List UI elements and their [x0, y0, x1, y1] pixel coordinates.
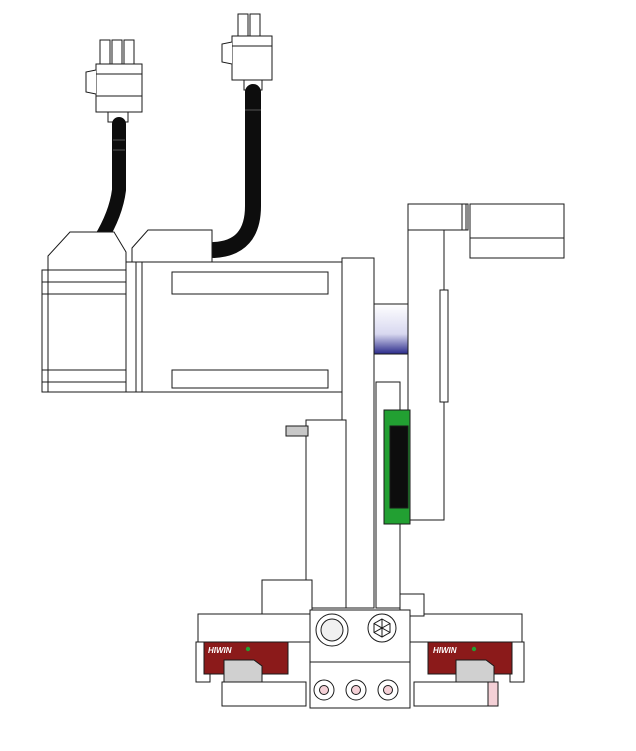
knurled-knob — [315, 613, 349, 647]
linear-guide — [375, 381, 411, 609]
right-motor-connector — [221, 13, 273, 91]
right-rail-block-brand: HIWIN — [433, 646, 457, 655]
bolt-holes — [313, 679, 399, 701]
left-motor-connector — [85, 39, 143, 123]
motor-end-cap — [41, 231, 129, 393]
shaded-bearing — [373, 303, 409, 355]
rotary-plate — [407, 203, 469, 521]
left-rail-block-brand: HIWIN — [208, 646, 232, 655]
hex-screw — [367, 613, 397, 643]
right-rail-block: HIWIN — [427, 641, 513, 683]
vertical-column — [261, 257, 375, 617]
motor-body — [125, 229, 345, 393]
left-cable — [93, 117, 126, 247]
left-rail-block: HIWIN — [203, 641, 289, 683]
right-cable — [206, 84, 261, 258]
servo-module — [461, 203, 565, 259]
